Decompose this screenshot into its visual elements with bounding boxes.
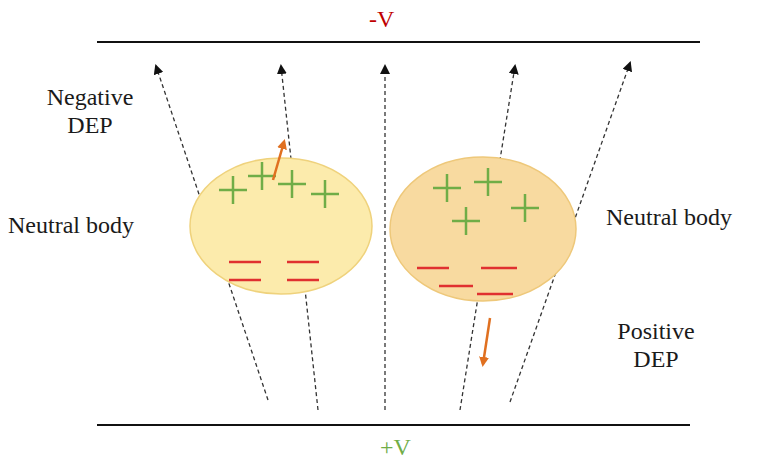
voltage-label: -V [369,6,394,34]
plus-sign [433,174,461,202]
minus-signs [229,262,319,280]
positive-plate [97,424,690,426]
particle-label: Neutral body [606,204,732,232]
particle-label: Neutral body [8,212,134,240]
neutral-particle [190,158,372,294]
plus-sign [278,170,306,198]
plus-sign [248,162,276,190]
plus-sign [474,168,502,196]
field-line [384,66,385,410]
field-lines [156,63,630,410]
plus-sign [452,207,480,235]
plus-sign [311,180,339,208]
dep-label: Negative DEP [35,84,145,139]
voltage-label: +V [380,434,411,462]
plus-sign [511,194,539,222]
force-arrow [483,318,490,364]
negative-plate [97,41,700,43]
negative-charges [229,262,517,294]
minus-signs [417,268,517,294]
positive-charges [219,162,539,235]
neutral-particle [390,157,576,301]
force-arrow [273,142,284,180]
plus-sign [219,176,247,204]
dep-label: Positive DEP [596,318,716,373]
